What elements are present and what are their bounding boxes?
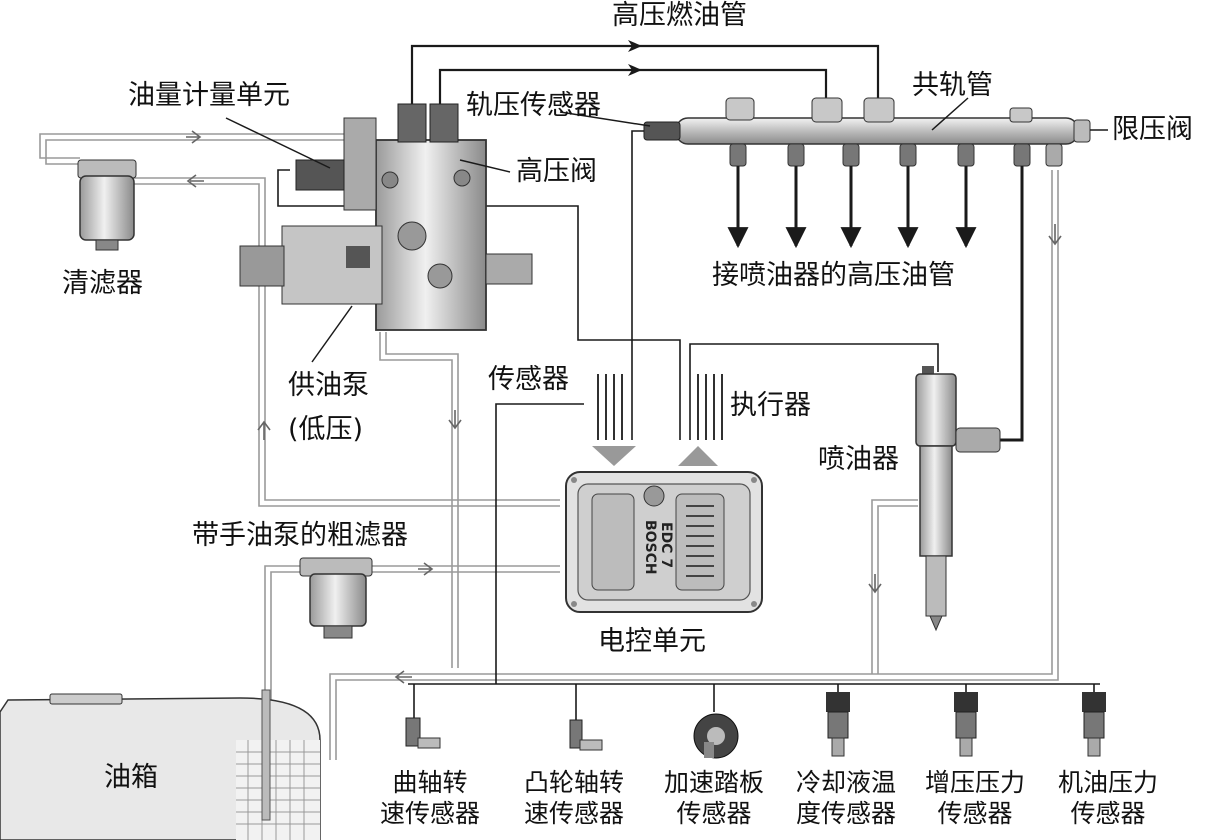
crankshaft-speed-sensor-label-line2: 速传感器 — [379, 798, 480, 828]
oil-pressure-sensor-label-line1: 机油压力 — [1057, 768, 1158, 797]
signal-wires — [277, 130, 1100, 722]
camshaft-speed-sensor-label-line2: 速传感器 — [523, 798, 624, 828]
filter-label: 清滤器 — [62, 268, 143, 299]
sensors-label: 传感器 — [488, 364, 569, 395]
fuel-tank-label: 油箱 — [104, 762, 158, 793]
prefilter-label: 带手油泵的粗滤器 — [192, 520, 408, 551]
oil-pressure-sensor-label: 机油压力 传感器 — [1042, 768, 1174, 829]
supply-pump-subtitle-label: (低压) — [288, 414, 364, 445]
supply-pump-label: 供油泵 — [288, 370, 369, 401]
leader-lines — [225, 97, 1108, 363]
pre-filter-with-hand-pump — [299, 557, 373, 639]
boost-pressure-sensor-label-line2: 传感器 — [937, 798, 1013, 828]
accelerator-pedal-sensor-icon — [693, 713, 739, 759]
ecu-brand-text: BOSCH — [642, 520, 658, 575]
ecu-model-text: EDC 7 — [658, 522, 674, 568]
rail-pressure-sensor-label: 轨压传感器 — [466, 90, 601, 121]
common-rail-tube — [643, 97, 1091, 145]
accelerator-pedal-sensor-label-line1: 加速踏板 — [663, 768, 764, 797]
fuel-tank — [0, 689, 321, 840]
boost-pressure-sensor-label-line1: 增压压力 — [924, 768, 1025, 797]
camshaft-speed-sensor-label: 凸轮轴转 速传感器 — [508, 768, 640, 829]
ecu-label: 电控单元 — [598, 626, 706, 657]
coolant-temperature-sensor-label: 冷却液温 度传感器 — [780, 768, 912, 829]
injector — [915, 366, 1001, 632]
camshaft-speed-sensor-label-line1: 凸轮轴转 — [523, 768, 624, 797]
camshaft-speed-sensor-icon — [569, 719, 603, 751]
low-pressure-fuel-lines — [39, 133, 1059, 760]
pressure-limiting-valve-label: 限压阀 — [1112, 114, 1193, 145]
pipes-to-injectors-label: 接喷油器的高压油管 — [712, 260, 955, 291]
fine-filter — [77, 159, 137, 251]
common-rail-label: 共轨管 — [912, 70, 993, 101]
coolant-temperature-sensor-icon — [826, 692, 850, 757]
boost-pressure-sensor-icon — [954, 692, 978, 757]
high-pressure-pump — [239, 103, 533, 331]
injector-label: 喷油器 — [818, 444, 899, 475]
flow-direction-arrows — [186, 130, 1062, 684]
actuators-label: 执行器 — [730, 390, 811, 421]
ecu-wire-bundles — [597, 374, 723, 440]
accelerator-pedal-sensor-label-line2: 传感器 — [676, 798, 752, 828]
crankshaft-speed-sensor-label: 曲轴转 速传感器 — [374, 768, 486, 829]
crankshaft-speed-sensor-label-line1: 曲轴转 — [392, 768, 468, 797]
coolant-temperature-sensor-label-line2: 度传感器 — [795, 798, 896, 828]
oil-pressure-sensor-icon — [1082, 692, 1106, 757]
ecu-box — [565, 471, 763, 613]
rail-outlets — [727, 143, 1063, 442]
boost-pressure-sensor-label: 增压压力 传感器 — [910, 768, 1040, 829]
oil-pressure-sensor-label-line2: 传感器 — [1070, 798, 1146, 828]
high-pressure-valve-label: 高压阀 — [516, 156, 597, 187]
high-pressure-pipe-arrows — [628, 40, 642, 76]
high-pressure-fuel-pipe-label: 高压燃油管 — [612, 0, 747, 31]
fuel-metering-unit-label: 油量计量单元 — [128, 80, 290, 111]
crankshaft-speed-sensor-icon — [405, 717, 441, 749]
accelerator-pedal-sensor-label: 加速踏板 传感器 — [648, 768, 780, 829]
coolant-temperature-sensor-label-line1: 冷却液温 — [795, 768, 896, 797]
ecu-io-arrows — [592, 446, 718, 466]
